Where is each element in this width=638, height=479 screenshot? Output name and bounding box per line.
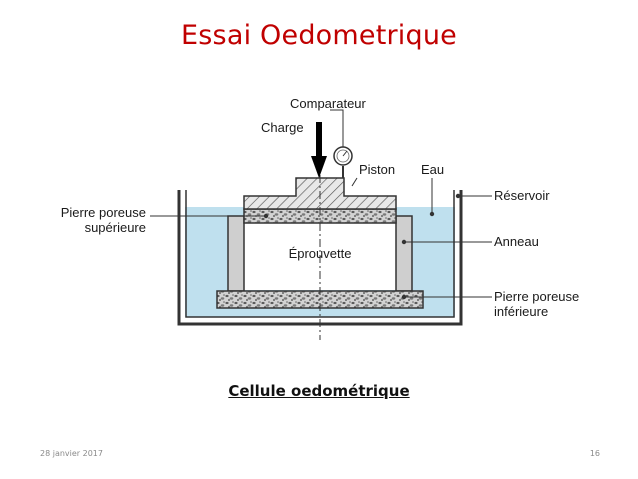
ring-left: [227, 215, 245, 292]
label-pierre-inf-1: Pierre poreuse: [494, 289, 579, 304]
label-anneau: Anneau: [494, 234, 539, 249]
label-eprouvette: Éprouvette: [289, 246, 352, 261]
reservoir-inner-walls: [185, 190, 455, 318]
comparateur-leader: [330, 109, 344, 147]
dot-eau: [429, 211, 435, 217]
dot-anneau: [401, 239, 407, 245]
footer-date: 28 janvier 2017: [40, 449, 103, 458]
slide-title: Essai Oedometrique: [181, 20, 457, 51]
dot-reservoir: [455, 193, 461, 199]
label-pierre-sup-1: Pierre poreuse: [61, 205, 146, 220]
label-piston: Piston: [359, 162, 395, 177]
label-charge: Charge: [261, 120, 304, 135]
dot-pierre-sup: [263, 213, 269, 219]
leader-piston: [351, 177, 358, 187]
label-pierre-sup-2: supérieure: [85, 220, 146, 235]
ring-right: [395, 215, 413, 292]
dot-pierre-inf: [401, 294, 407, 300]
dial-gauge-needle: [342, 150, 348, 157]
dial-gauge-inner: [336, 149, 350, 163]
label-comparateur: Comparateur: [290, 96, 367, 111]
figure-caption: Cellule oedométrique: [228, 382, 410, 400]
load-arrow-head: [311, 156, 327, 178]
label-reservoir: Réservoir: [494, 188, 550, 203]
label-pierre-inf-2: inférieure: [494, 304, 548, 319]
label-eau: Eau: [421, 162, 444, 177]
page-number: 16: [589, 449, 600, 458]
